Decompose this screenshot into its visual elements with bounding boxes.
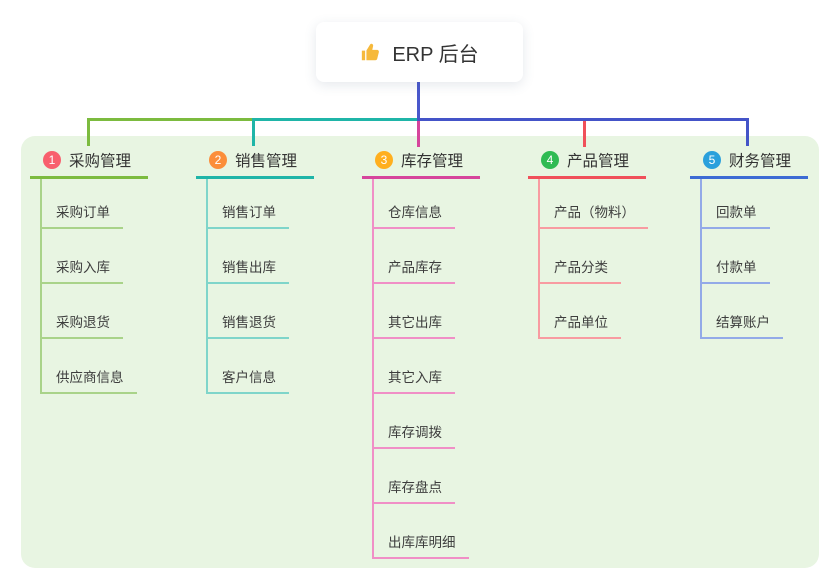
child-node-label: 其它出库: [372, 311, 455, 339]
branch-node-finance[interactable]: 5 财务管理: [690, 149, 808, 179]
child-node-label: 回款单: [700, 201, 770, 229]
mindmap-child-node[interactable]: 回款单: [700, 179, 808, 229]
child-node-label: 销售出库: [206, 256, 289, 284]
child-list: 采购订单采购入库采购退货供应商信息: [40, 179, 148, 394]
child-node-label: 客户信息: [206, 366, 289, 394]
child-node-label: 出库库明细: [372, 531, 469, 559]
child-list: 回款单付款单结算账户: [700, 179, 808, 339]
branch-number-badge: 2: [209, 150, 227, 169]
child-node-label: 库存调拨: [372, 421, 455, 449]
mindmap-child-node[interactable]: 其它入库: [372, 339, 480, 394]
child-node-label: 产品单位: [538, 311, 621, 339]
branch-label: 采购管理: [69, 152, 132, 170]
branch-node-sales[interactable]: 2 销售管理: [196, 149, 314, 179]
child-node-label: 采购入库: [40, 256, 123, 284]
branch-number-badge: 4: [541, 150, 559, 169]
connector-drop-purchase: [87, 118, 90, 146]
connector-bus-teal: [252, 118, 419, 121]
branch-finance: 5 财务管理 回款单付款单结算账户: [690, 149, 808, 339]
mindmap-child-node[interactable]: 付款单: [700, 229, 808, 284]
mindmap-child-node[interactable]: 库存盘点: [372, 449, 480, 504]
branch-label: 库存管理: [401, 152, 464, 170]
branch-product: 4 产品管理 产品（物料） 产品分类产品单位: [528, 149, 648, 339]
child-node-label: 其它入库: [372, 366, 455, 394]
branches-panel: [21, 136, 819, 568]
connector-drop-sales: [252, 118, 255, 146]
child-node-label: 供应商信息: [40, 366, 137, 394]
child-node-label: 产品（物料）: [538, 201, 648, 229]
branch-label: 销售管理: [235, 152, 298, 170]
mindmap-child-node[interactable]: 产品分类: [538, 229, 646, 284]
branch-number-badge: 5: [703, 150, 721, 169]
mindmap-child-node[interactable]: 销售订单: [206, 179, 314, 229]
connector-root-drop: [417, 82, 420, 119]
child-node-label: 结算账户: [700, 311, 783, 339]
mindmap-child-node[interactable]: 结算账户: [700, 284, 808, 339]
mindmap-child-node[interactable]: 采购退货: [40, 284, 148, 339]
mindmap-child-node[interactable]: 产品库存: [372, 229, 480, 284]
connector-drop-inventory: [417, 121, 420, 147]
child-node-label: 产品库存: [372, 256, 455, 284]
connector-bus-blue: [417, 118, 749, 121]
child-node-label: 付款单: [700, 256, 770, 284]
child-node-label: 采购订单: [40, 201, 123, 229]
connector-drop-finance: [746, 118, 749, 146]
child-node-label: 库存盘点: [372, 476, 455, 504]
root-node-label: ERP 后台: [392, 43, 479, 66]
branch-node-purchase[interactable]: 1 采购管理: [30, 149, 148, 179]
root-node[interactable]: ERP 后台: [316, 22, 523, 82]
branch-sales: 2 销售管理 销售订单销售出库销售退货客户信息: [196, 149, 314, 394]
branch-number-badge: 1: [43, 150, 61, 169]
branch-purchase: 1 采购管理 采购订单采购入库采购退货供应商信息: [30, 149, 148, 394]
mindmap-child-node[interactable]: 库存调拨: [372, 394, 480, 449]
mindmap-child-node[interactable]: 销售出库: [206, 229, 314, 284]
mindmap-child-node[interactable]: 销售退货: [206, 284, 314, 339]
branch-label: 财务管理: [729, 152, 792, 170]
branch-inventory: 3 库存管理 仓库信息产品库存其它出库其它入库库存调拨库存盘点出库库明细: [362, 149, 480, 559]
child-node-label: 销售退货: [206, 311, 289, 339]
mindmap-child-node[interactable]: 仓库信息: [372, 179, 480, 229]
mindmap-child-node[interactable]: 客户信息: [206, 339, 314, 394]
mindmap-child-node[interactable]: 其它出库: [372, 284, 480, 339]
child-list: 仓库信息产品库存其它出库其它入库库存调拨库存盘点出库库明细: [372, 179, 480, 559]
thumbs-up-icon: [360, 41, 382, 63]
child-list: 产品（物料） 产品分类产品单位: [538, 179, 648, 339]
child-node-label: 采购退货: [40, 311, 123, 339]
branch-node-inventory[interactable]: 3 库存管理: [362, 149, 480, 179]
mindmap-child-node[interactable]: 采购入库: [40, 229, 148, 284]
child-node-label: 销售订单: [206, 201, 289, 229]
branch-node-product[interactable]: 4 产品管理: [528, 149, 646, 179]
connector-bus-green: [87, 118, 253, 121]
mindmap-child-node[interactable]: 产品单位: [538, 284, 646, 339]
mindmap-child-node[interactable]: 产品（物料）: [538, 179, 648, 229]
child-node-label: 产品分类: [538, 256, 621, 284]
mindmap-child-node[interactable]: 采购订单: [40, 179, 148, 229]
mindmap-child-node[interactable]: 出库库明细: [372, 504, 480, 559]
child-list: 销售订单销售出库销售退货客户信息: [206, 179, 314, 394]
branch-number-badge: 3: [375, 150, 393, 169]
branch-label: 产品管理: [567, 152, 630, 170]
mindmap-child-node[interactable]: 供应商信息: [40, 339, 148, 394]
connector-drop-product: [583, 121, 586, 147]
child-node-label: 仓库信息: [372, 201, 455, 229]
